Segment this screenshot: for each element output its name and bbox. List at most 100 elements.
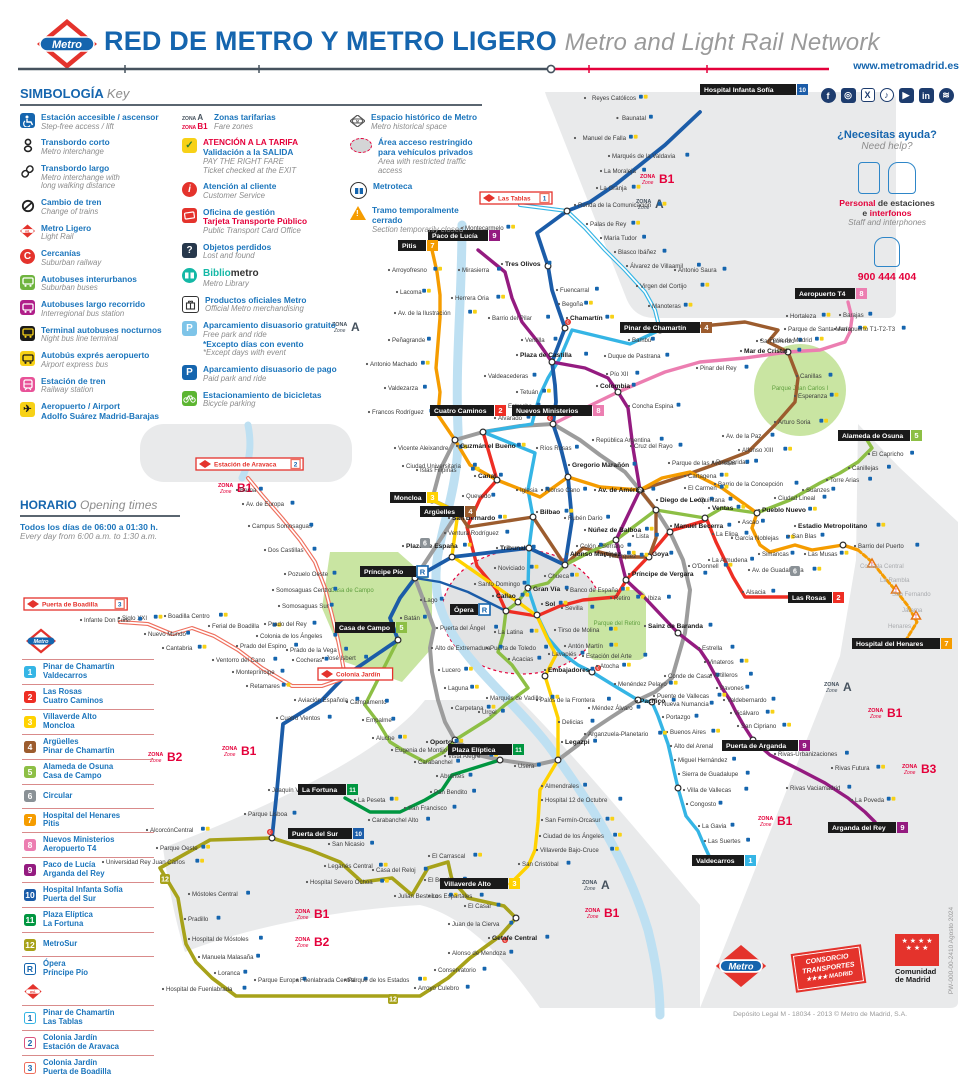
station-label: Mirasierra: [462, 267, 490, 274]
station-label: Siglo XXI: [122, 615, 147, 622]
svg-text:B1: B1: [241, 744, 257, 758]
station-dot: [625, 264, 629, 268]
station-label: Rivas Vaciamadrid: [790, 785, 840, 792]
accessible-icon: [186, 630, 190, 635]
station-dot: [371, 736, 375, 740]
accessible-icon: [509, 949, 514, 954]
line-badge-11: [347, 784, 358, 795]
tiktok-icon[interactable]: ♪: [879, 88, 894, 102]
website-link[interactable]: www.metromadrid.es: [853, 60, 959, 72]
cercanias-marks: CCCCCC: [267, 319, 601, 943]
svg-text:9: 9: [492, 231, 496, 240]
svg-text:1: 1: [543, 196, 547, 203]
metro-logo-footer: Metro: [715, 943, 767, 994]
accessible-icon: [532, 372, 537, 377]
station-label: Ferial de Boadilla: [212, 623, 260, 630]
x-icon[interactable]: X: [860, 88, 875, 102]
station-label: Esperanza: [798, 393, 828, 400]
accessible-icon: [545, 934, 550, 939]
station-dot: [143, 632, 147, 636]
zone-ticket-icon: [478, 852, 482, 857]
svg-text:Zone: Zone: [759, 822, 772, 828]
accessible-icon: [242, 985, 247, 990]
zone-label: ZONA: [758, 816, 773, 822]
station-label: Santo Domingo: [478, 581, 521, 588]
terminal-label: Casa de Campo: [339, 625, 390, 632]
svg-text:5: 5: [399, 623, 403, 632]
station-label: Congosto: [690, 801, 717, 808]
zone-ticket-icon: [744, 658, 749, 663]
spotify-icon[interactable]: ≋: [938, 88, 954, 103]
zone-ticket-icon: [610, 314, 614, 319]
zone-ticket-icon: [511, 224, 515, 229]
interchange-node: [652, 506, 660, 514]
accessible-icon: [439, 596, 444, 601]
park-area: [322, 552, 432, 682]
station-dot: [795, 374, 799, 378]
accessible-icon: [423, 866, 428, 871]
station-dot: [443, 531, 447, 535]
station-label: Arturo Soria: [778, 419, 811, 426]
zone-ticket-icon: [469, 666, 473, 671]
station-dot: [703, 660, 707, 664]
horario-section: HORARIO Opening times Todos los días de …: [20, 498, 180, 541]
station-label: Bambú: [632, 337, 651, 344]
park-area: [754, 344, 846, 436]
instagram-icon[interactable]: ◎: [840, 88, 856, 103]
ppaid-icon: P: [182, 365, 197, 381]
zone-ticket-icon: [770, 709, 775, 714]
svg-text:3: 3: [118, 602, 122, 609]
zone-label: ZONA: [868, 708, 883, 714]
facebook-icon[interactable]: f: [820, 88, 836, 103]
staff-person-icon: [888, 162, 916, 194]
station-label: Carabanchel: [418, 759, 453, 766]
station-label: Chamartín: [570, 315, 603, 322]
station-dot: [773, 752, 777, 756]
station-dot: [399, 616, 403, 620]
terminal-label: Nuevos Ministerios: [516, 408, 579, 415]
accessible-icon: [449, 892, 453, 897]
zone-ticket-icon: [724, 484, 729, 489]
terminal-box: [360, 566, 416, 577]
station-dot: [455, 444, 459, 448]
accessible-icon: [327, 714, 332, 719]
ml-terminal-label: Estación de Aravaca: [214, 462, 277, 469]
accessible-icon: [324, 656, 329, 661]
terminal-box: [390, 492, 426, 503]
print-code: PW-000-00-2410 Agosto 2024: [947, 906, 955, 995]
accessible-icon: [497, 266, 501, 271]
line-badge-9: 9: [24, 864, 36, 877]
accessible-icon: [678, 442, 683, 447]
horario-title: HORARIO: [20, 498, 77, 512]
accessible-icon: [272, 622, 277, 627]
zone-ticket-icon: [202, 644, 207, 649]
terminal-label: Las Rosas: [792, 595, 826, 602]
accessible-icon: [529, 564, 534, 569]
station-label: Dos Castillas: [268, 547, 304, 554]
accessible-icon: [465, 984, 470, 989]
accessible-icon: [344, 646, 348, 651]
linkedin-icon[interactable]: in: [918, 88, 934, 103]
station-label: Legazpi: [565, 739, 590, 746]
accessible-icon: [658, 730, 662, 735]
station-label: Marqués de la Valdavia: [612, 153, 676, 160]
accessible-icon: [745, 770, 750, 775]
accessible-icon: [385, 698, 389, 703]
accessible-icon: [831, 486, 836, 491]
station-label: Delicias: [562, 719, 583, 726]
svg-text:B1: B1: [604, 906, 620, 920]
station-label: Ventas: [712, 505, 734, 512]
help-phone[interactable]: 900 444 404: [857, 271, 917, 283]
station-dot: [253, 978, 257, 982]
station-label: Colón: [580, 543, 596, 550]
station-dot: [555, 288, 559, 292]
station-dot: [682, 788, 686, 792]
youtube-icon[interactable]: ▶: [898, 88, 914, 103]
zone-ticket-icon: [688, 302, 693, 307]
help-subtitle: Need help?: [861, 141, 913, 152]
station-label: Getafe Central: [492, 935, 537, 942]
